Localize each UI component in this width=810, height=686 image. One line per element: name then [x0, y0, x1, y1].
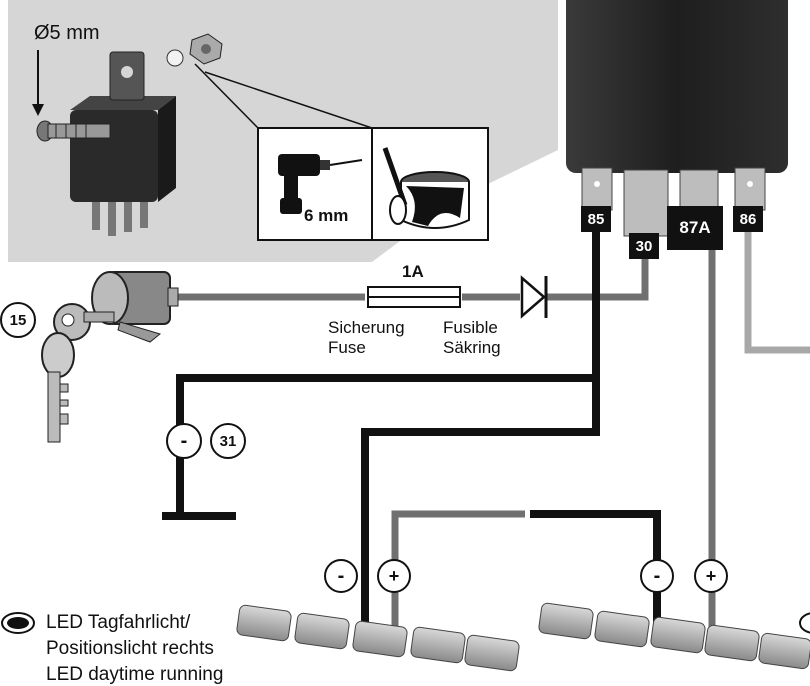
- terminal-86-tag: 86: [733, 206, 763, 232]
- inset-relay-icon: [70, 51, 176, 236]
- fuse-label-en: Fuse: [328, 338, 366, 357]
- hella-logo-icon: [1, 612, 35, 634]
- drill-icon: [278, 154, 363, 214]
- ignition-switch-icon: [91, 271, 179, 343]
- fuse-label-de: Sicherung: [328, 318, 405, 337]
- key-icon: [41, 303, 115, 443]
- ground-minus-badge: -: [166, 423, 202, 459]
- fuse-label-fr: Fusible: [443, 318, 498, 337]
- bolt-icon: [36, 120, 111, 142]
- left-plus-badge: +: [377, 559, 411, 593]
- led-group-right: [538, 602, 810, 670]
- terminal-85-tag: 85: [581, 206, 611, 232]
- right-plus-badge: +: [694, 559, 728, 593]
- fuse-rating-label: 1A: [402, 262, 424, 281]
- fuse-symbol: [367, 286, 461, 308]
- ground-terminal-badge: 31: [210, 423, 246, 459]
- terminal-30-tag: 30: [629, 233, 659, 259]
- relay-body: [566, 0, 788, 237]
- diode-symbol: [520, 275, 548, 319]
- caption-line-3: LED daytime running: [46, 664, 224, 685]
- hella-logo-icon-right: [799, 612, 810, 634]
- terminal-87a-tag: 87A: [667, 206, 723, 250]
- led-group-left: [236, 604, 520, 672]
- ignition-terminal-badge: 15: [0, 302, 36, 338]
- caption-line-1: LED Tagfahrlicht/: [46, 612, 191, 633]
- bolt-diameter-label: Ø5 mm: [34, 22, 100, 44]
- paint-can-icon: [382, 147, 470, 229]
- fuse-label-sv: Säkring: [443, 338, 501, 357]
- mounting-inset: [8, 0, 558, 262]
- left-minus-badge: -: [324, 559, 358, 593]
- caption-line-2: Positionslicht rechts: [46, 638, 214, 659]
- drill-size-label: 6 mm: [304, 206, 349, 225]
- right-minus-badge: -: [640, 559, 674, 593]
